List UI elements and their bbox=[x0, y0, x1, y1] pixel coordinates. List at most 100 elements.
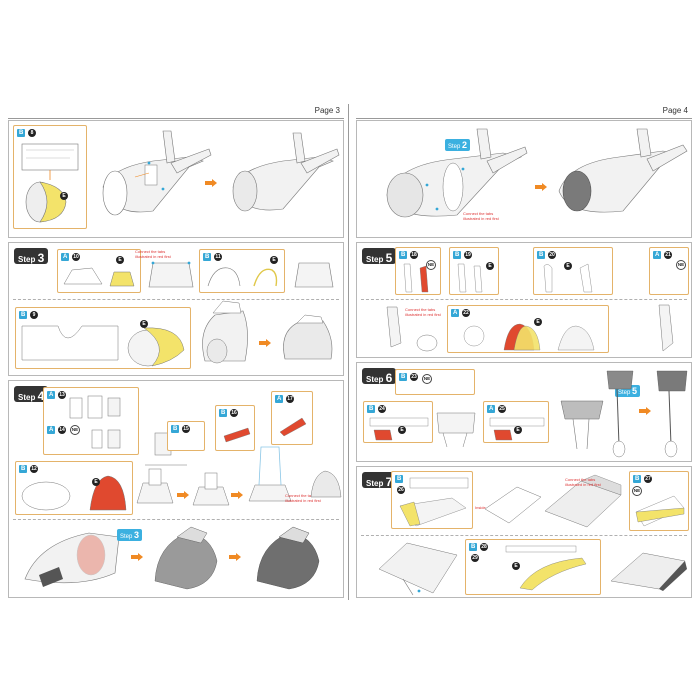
page-gutter bbox=[348, 104, 349, 600]
canopy-frame-part bbox=[63, 267, 135, 287]
part-panel-27: B 27 NE bbox=[629, 471, 689, 531]
callout-e: E bbox=[514, 426, 522, 434]
step-7: Step 7 B 26 Inside Connect the tabs illu… bbox=[356, 466, 692, 598]
part-number: 17 bbox=[286, 395, 294, 403]
cockpit-result-illustration bbox=[283, 314, 333, 360]
landing-gear-part-19 bbox=[457, 263, 483, 293]
part-panel-21: A 21 NE bbox=[649, 247, 689, 295]
connect-tabs-note: Connect the tabs illustrated in red firs… bbox=[405, 307, 441, 317]
sheet-tag: A bbox=[653, 251, 662, 259]
seat-floor-assembly-2 bbox=[192, 472, 230, 506]
part-panel-12: B 12 E bbox=[15, 461, 133, 515]
section-divider bbox=[361, 299, 687, 300]
step-4-label: Step 4 bbox=[14, 386, 49, 403]
part-panel-22: A 22 E bbox=[447, 305, 609, 353]
sheet-tag: B bbox=[453, 251, 462, 259]
gear-door-parts bbox=[463, 323, 595, 351]
sheet-tag: B bbox=[633, 475, 642, 483]
nose-part-illustration bbox=[21, 143, 79, 223]
sheet-tag: B bbox=[219, 409, 228, 417]
ne-marker: NE bbox=[70, 425, 80, 435]
part-panel-18: B 18 NE bbox=[395, 247, 441, 295]
step-3-label: Step 3 bbox=[14, 248, 49, 265]
sheet-tag: B bbox=[367, 405, 376, 413]
sheet-tag: B bbox=[399, 373, 408, 381]
wing-root-part bbox=[399, 477, 469, 527]
callout-e: E bbox=[398, 426, 406, 434]
gear-assembly-illustration bbox=[560, 400, 604, 450]
progress-arrow bbox=[231, 491, 243, 499]
callout-e: E bbox=[512, 562, 520, 570]
step-5-label: Step 5 bbox=[362, 248, 397, 265]
part-number: 8 bbox=[28, 129, 36, 137]
landing-gear-part-20 bbox=[543, 263, 593, 293]
red-part-16 bbox=[223, 427, 251, 443]
fuselage-with-tail-illustration bbox=[102, 130, 212, 216]
sheet-tag: B bbox=[19, 311, 28, 319]
cockpit-tub-result bbox=[310, 470, 342, 498]
step-6: Step 6 B 23 NE B 24 E A 25 E bbox=[356, 362, 692, 462]
progress-arrow bbox=[177, 491, 189, 499]
cockpit-assembly-illustration bbox=[202, 300, 248, 364]
callout-e: E bbox=[92, 478, 100, 486]
part-number: 10 bbox=[72, 253, 80, 261]
sheet-tag: A bbox=[275, 395, 284, 403]
part-number: 25 bbox=[498, 405, 506, 413]
step-3-reference: Step 3 bbox=[117, 529, 143, 541]
wheel-well-assembly bbox=[436, 412, 476, 448]
wing-part-illustration bbox=[484, 486, 542, 524]
part-number: 21 bbox=[664, 251, 672, 259]
part-panel-9: B 9 E bbox=[15, 307, 191, 369]
fuselage-assembled-illustration bbox=[558, 128, 688, 213]
sheet-tag: A bbox=[47, 426, 56, 434]
sheet-tag: A bbox=[47, 391, 56, 399]
callout-e: E bbox=[486, 262, 494, 270]
seat-parts-illustration bbox=[69, 395, 121, 449]
callout-e: E bbox=[534, 318, 542, 326]
canopy-frame-result bbox=[294, 262, 334, 288]
page-number: Page 3 bbox=[314, 106, 340, 115]
callout-e: E bbox=[140, 320, 148, 328]
ne-marker: NE bbox=[422, 374, 432, 384]
sheet-tag: A bbox=[487, 405, 496, 413]
part-number: 20 bbox=[548, 251, 556, 259]
part-number: 24 bbox=[378, 405, 386, 413]
gear-leg-result bbox=[658, 304, 674, 352]
sheet-tag: B bbox=[203, 253, 212, 261]
wing-assembly-illustration bbox=[544, 474, 622, 528]
part-panel-13-14: A 13 A 14 NE bbox=[43, 387, 139, 455]
sheet-tag: B bbox=[469, 543, 478, 551]
part-number: 13 bbox=[58, 391, 66, 399]
fuselage-result-illustration-2 bbox=[256, 526, 320, 590]
part-number: 9 bbox=[30, 311, 38, 319]
fuselage-result-illustration bbox=[232, 132, 340, 212]
connect-tabs-note: Connect the tabs illustrated in red firs… bbox=[285, 493, 321, 503]
page-number: Page 4 bbox=[662, 106, 688, 115]
part-panel-11: B 11 E bbox=[199, 249, 285, 293]
ne-marker: NE bbox=[632, 486, 642, 496]
part-number: 18 bbox=[410, 251, 418, 259]
wing-flap-part bbox=[505, 545, 587, 591]
part-panel-19: B 19 E bbox=[449, 247, 499, 295]
part-panel-24: B 24 E bbox=[363, 401, 433, 443]
red-part-17 bbox=[279, 417, 307, 437]
fuselage-with-cockpit-illustration bbox=[386, 128, 528, 218]
part-panel-28-29: B 28 29 E bbox=[465, 539, 601, 595]
section-divider bbox=[361, 535, 687, 536]
step-2-continuation: B 8 E bbox=[8, 120, 344, 238]
part-number: 14 bbox=[58, 426, 66, 434]
connect-tabs-note: Connect the tabs illustrated in red firs… bbox=[135, 249, 171, 259]
seat-with-frame-assembly bbox=[248, 446, 292, 502]
connect-tabs-note: Connect the tabs illustrated in red firs… bbox=[463, 211, 499, 221]
part-panel-16: B 16 bbox=[215, 405, 255, 451]
step-2-reference: Step 2 bbox=[445, 139, 471, 151]
fuselage-progress-illustration bbox=[154, 526, 218, 590]
progress-arrow bbox=[229, 553, 241, 561]
part-number: 28 bbox=[480, 543, 488, 551]
progress-arrow bbox=[535, 183, 547, 191]
step-7-label: Step 7 bbox=[362, 472, 397, 489]
wing-result-illustration bbox=[610, 552, 687, 591]
part-panel-20: B 20 E bbox=[533, 247, 613, 295]
fuselage-wing-assembly bbox=[378, 542, 458, 596]
step-4: Step 4 A 13 A 14 NE B 15 B 16 bbox=[8, 380, 344, 598]
